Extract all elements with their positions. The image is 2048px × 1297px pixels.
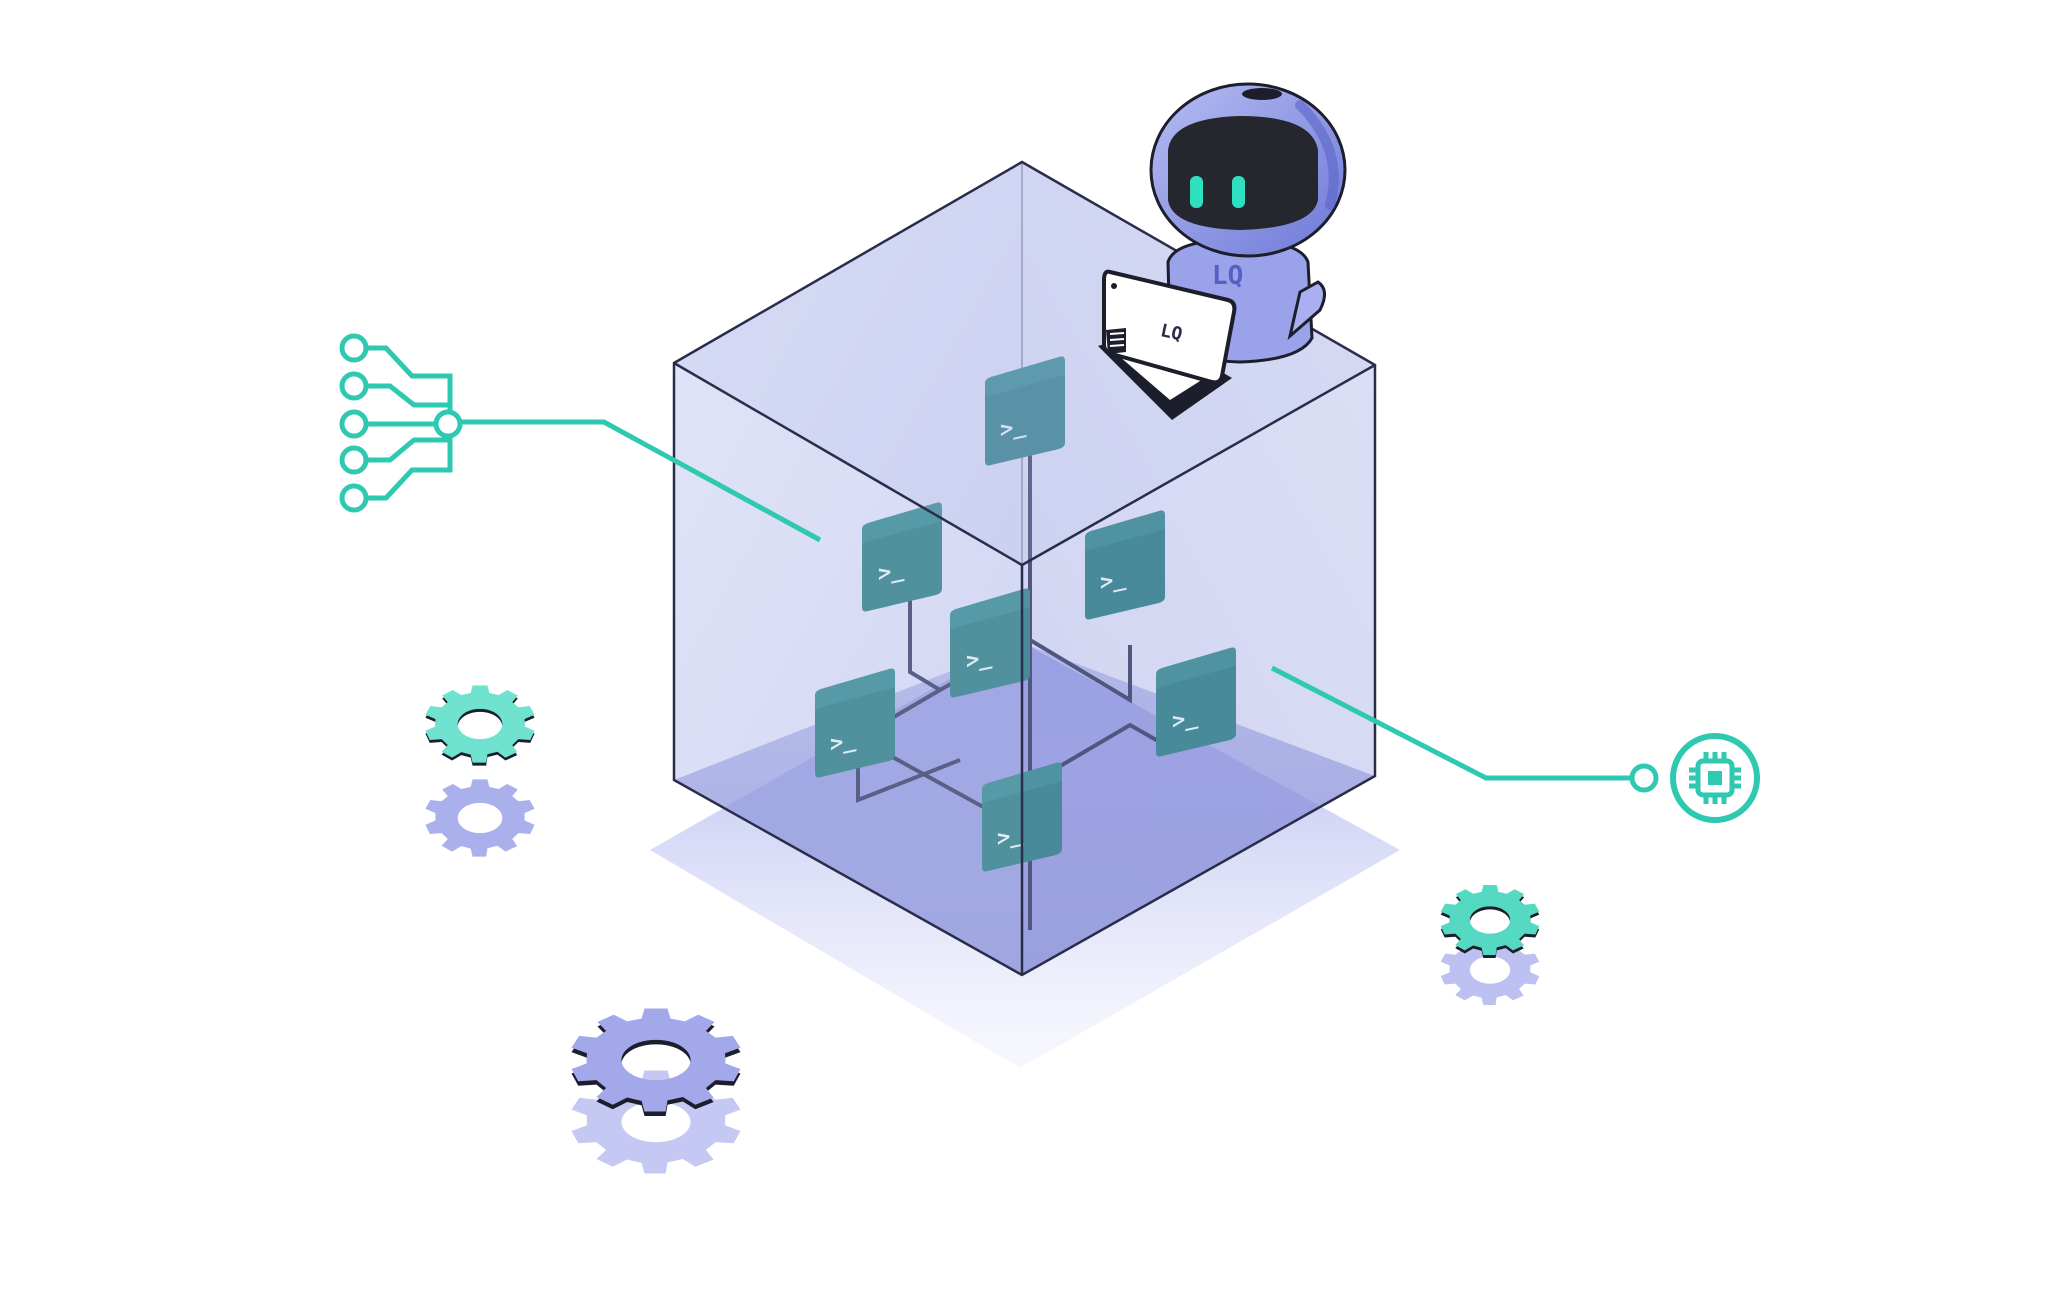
gear-icon [425,685,535,766]
robot-tablet: LQ [1102,269,1237,385]
gear-icon [425,779,535,857]
terminal-icon: >_ [997,821,1024,852]
terminal-icon: >_ [1100,565,1127,596]
robot-logo: LQ [1212,261,1243,291]
robot-eye-right [1232,176,1245,208]
terminal-card-front-right: >_ [1156,647,1236,757]
robot-icon: LQ LQ [1098,82,1347,420]
terminal-icon: >_ [966,643,993,674]
terminal-icon: >_ [1000,412,1027,443]
chip-icon [1670,733,1760,823]
circuit-connector-icon [339,333,822,543]
terminal-card-bottom: >_ [982,762,1062,872]
terminal-icon: >_ [1172,703,1199,734]
terminal-card-right: >_ [1085,510,1165,620]
terminal-card-left: >_ [862,502,942,612]
terminal-icon: >_ [878,556,905,587]
terminal-card-front-left: >_ [815,668,895,778]
gear-icon [1440,885,1540,958]
terminal-card-top: >_ [985,356,1065,466]
tablet-logo: LQ [1159,320,1185,345]
robot-eye-left [1190,176,1203,208]
terminal-card-center: >_ [950,588,1030,698]
terminal-icon: >_ [830,726,857,757]
chip-connector [1270,665,1760,823]
